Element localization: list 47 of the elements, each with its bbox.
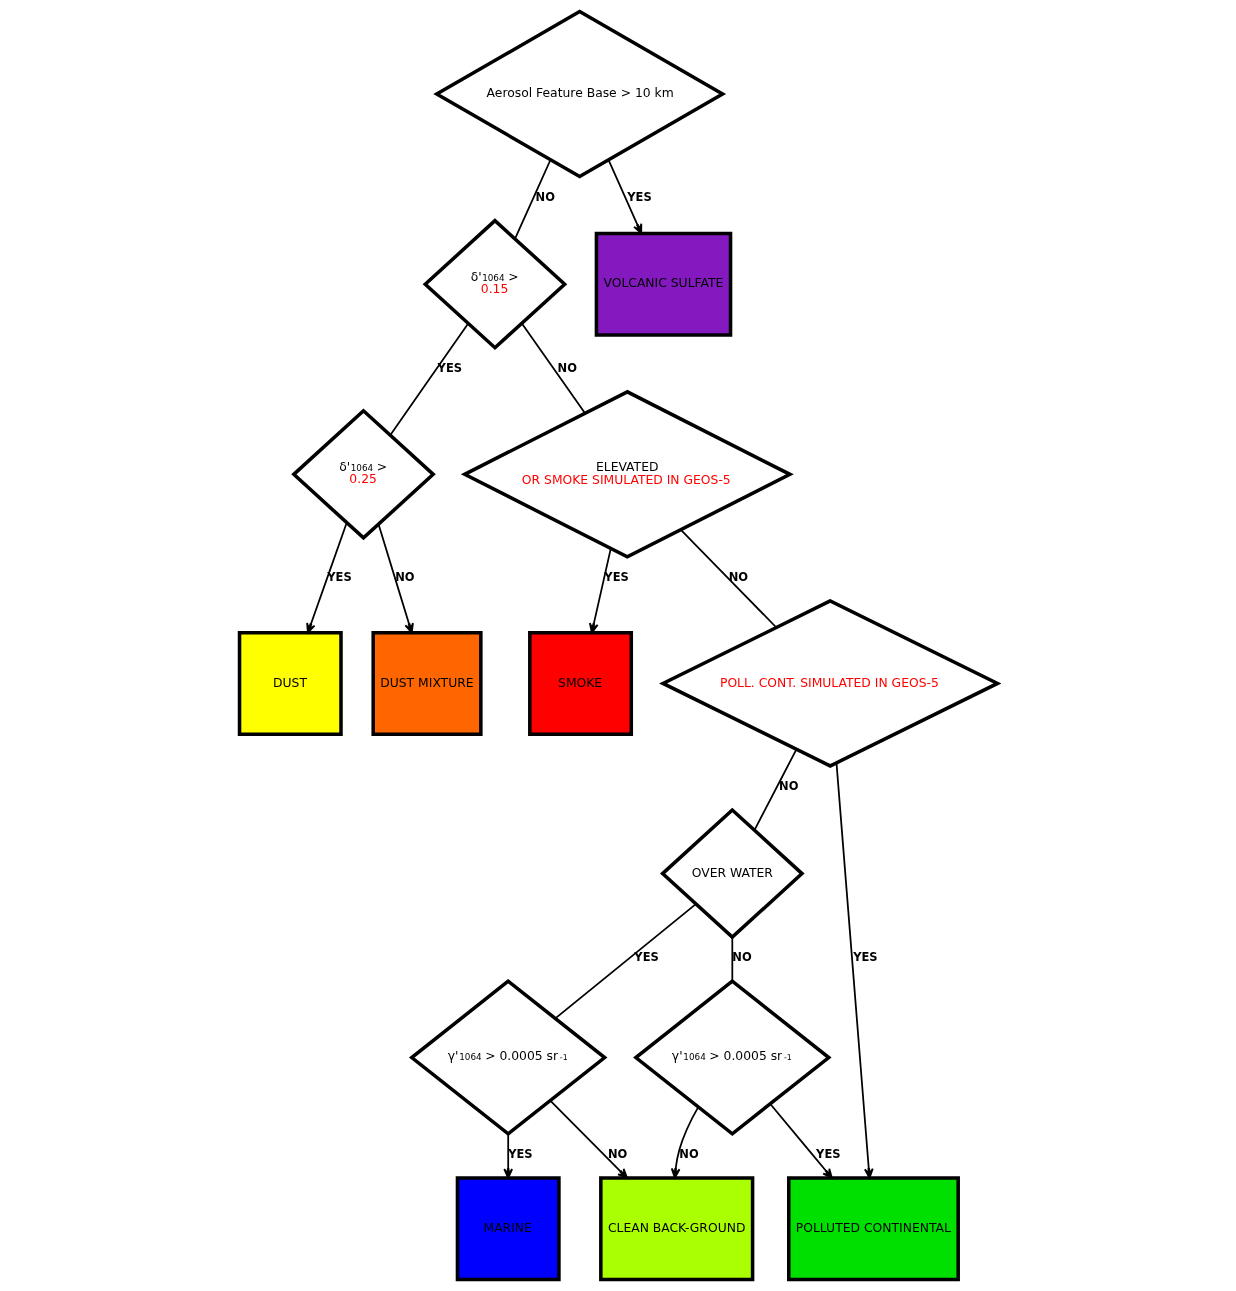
connector — [520, 322, 586, 415]
edge-label: YES — [626, 189, 652, 204]
node-box: VOLCANIC SULFATE — [594, 231, 732, 337]
node-diamond: OVER WATER — [659, 807, 805, 940]
edge-label: YES — [326, 570, 352, 584]
edge-label: YES — [852, 950, 878, 965]
arrow — [502, 1133, 513, 1179]
node-diamond: Aerosol Feature Base > 10 km — [432, 9, 726, 179]
arrow — [548, 1099, 628, 1179]
node-diamond: γ'1064 > 0.0005 sr-1 — [632, 978, 832, 1137]
connector — [730, 936, 733, 982]
node-diamond: POLL. CONT. SIMULATED IN GEOS-5 — [658, 598, 1001, 768]
arrow — [588, 547, 612, 634]
edge-label: YES — [603, 570, 629, 584]
node-diamond: δ'1064 > 0.15 — [422, 218, 567, 351]
edge-label: NO — [535, 189, 555, 204]
node-diamond: γ'1064 > 0.0005 sr-1 — [408, 978, 607, 1137]
arrow — [670, 1106, 699, 1179]
arrow — [305, 521, 348, 634]
node-box: DUST MIXTURE — [370, 630, 483, 736]
edge-label: YES — [437, 360, 462, 375]
arrow — [377, 523, 414, 634]
edge-label: NO — [731, 950, 752, 965]
node-box: CLEAN BACK-GROUND — [598, 1176, 754, 1282]
edge-label: NO — [678, 1147, 699, 1162]
connector — [753, 748, 797, 831]
edge-label: YES — [507, 1147, 533, 1162]
node-box: SMOKE — [527, 630, 633, 736]
edge-label: YES — [633, 950, 659, 965]
node-box: MARINE — [455, 1176, 561, 1282]
edge-label: NO — [607, 1147, 627, 1162]
edge-label: NO — [557, 360, 577, 375]
arrow — [835, 762, 874, 1179]
arrow — [768, 1103, 833, 1179]
connector — [388, 322, 469, 437]
edge-label: NO — [778, 779, 798, 794]
edge-label: NO — [394, 570, 415, 584]
edge-label: NO — [728, 570, 748, 584]
node-diamond: ELEVATED OR SMOKE SIMULATED IN GEOS-5 — [460, 389, 794, 559]
node-box: DUST — [237, 630, 343, 736]
arrow — [607, 159, 642, 235]
connector — [679, 529, 777, 629]
connector — [513, 158, 551, 240]
connector — [554, 903, 697, 1019]
node-diamond: δ'1064 > 0.25 — [290, 408, 436, 541]
edge-label: YES — [815, 1147, 841, 1162]
node-box: POLLUTED CONTINENTAL — [786, 1176, 960, 1282]
